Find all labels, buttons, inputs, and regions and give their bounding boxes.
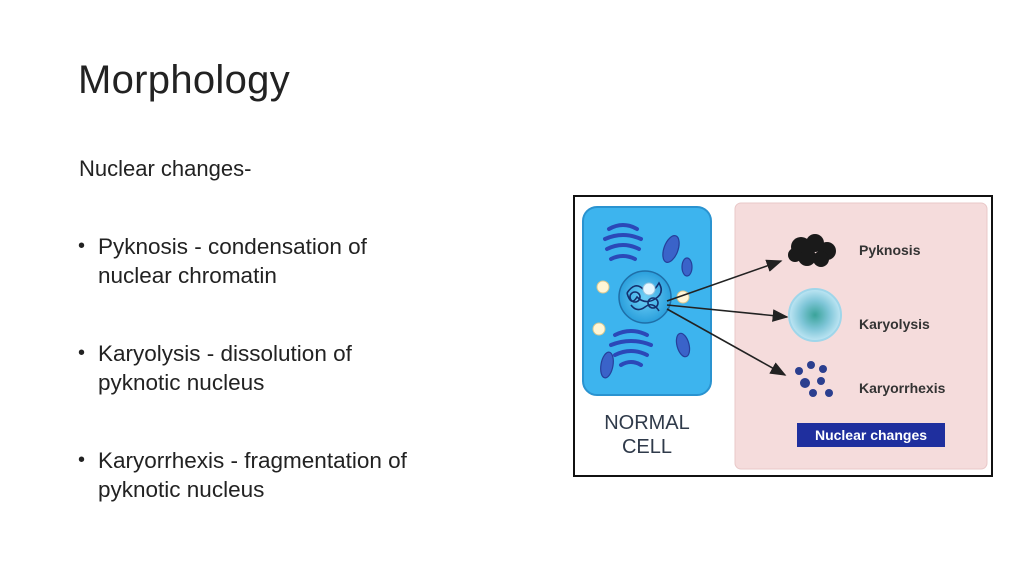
slide-subtitle: Nuclear changes- — [79, 156, 252, 181]
nuclear-changes-panel — [734, 202, 988, 470]
nucleolus-icon — [642, 282, 656, 296]
nucleus-icon — [618, 270, 672, 324]
bullet-karyolysis: • Karyolysis - dissolution of pyknotic n… — [74, 339, 514, 397]
bullet-line: Karyorrhexis - fragmentation of — [98, 448, 407, 473]
normal-cell: NORMAL CELL — [582, 206, 712, 458]
bullet-karyorrhexis: • Karyorrhexis - fragmentation of pyknot… — [74, 446, 514, 504]
karyorrhexis-icon — [795, 361, 833, 397]
nuclear-changes-diagram: NORMAL CELL Pyknosis Karyolysis — [582, 202, 988, 470]
bullet-line: nuclear chromatin — [98, 263, 277, 288]
vacuole-icon — [592, 280, 690, 336]
bullet-line: Karyolysis - dissolution of — [98, 341, 352, 366]
nuclear-changes-banner — [797, 423, 945, 447]
nuclear-changes-banner-label: Nuclear changes — [815, 427, 927, 443]
pyknosis-label: Pyknosis — [859, 242, 921, 258]
normal-cell-label: CELL — [622, 436, 672, 458]
bullet-list: • Pyknosis - condensation of nuclear chr… — [74, 232, 514, 553]
nuclear-changes-figure: NORMAL CELL Pyknosis Karyolysis — [573, 195, 993, 477]
normal-cell-label: NORMAL — [604, 412, 690, 434]
bullet-line: pyknotic nucleus — [98, 370, 265, 395]
arrow-to-karyorrhexis — [666, 308, 787, 376]
arrow-to-karyolysis — [666, 304, 789, 322]
endoplasmic-reticulum-icon — [603, 223, 653, 367]
bullet-line: Pyknosis - condensation of — [98, 234, 367, 259]
karyolysis-label: Karyolysis — [859, 316, 930, 332]
slide-title: Morphology — [78, 58, 291, 102]
karyorrhexis-label: Karyorrhexis — [859, 380, 946, 396]
bullet-dot-icon: • — [78, 449, 86, 471]
pyknosis-icon — [788, 234, 836, 267]
chromatin-icon — [626, 281, 663, 312]
bullet-line: pyknotic nucleus — [98, 477, 265, 502]
arrow-to-pyknosis — [666, 259, 783, 302]
karyolysis-icon — [788, 288, 842, 342]
arrows — [666, 259, 789, 376]
bullet-pyknosis: • Pyknosis - condensation of nuclear chr… — [74, 232, 514, 290]
mitochondria-icon — [600, 235, 693, 379]
bullet-dot-icon: • — [78, 342, 86, 364]
bullet-dot-icon: • — [78, 235, 86, 257]
